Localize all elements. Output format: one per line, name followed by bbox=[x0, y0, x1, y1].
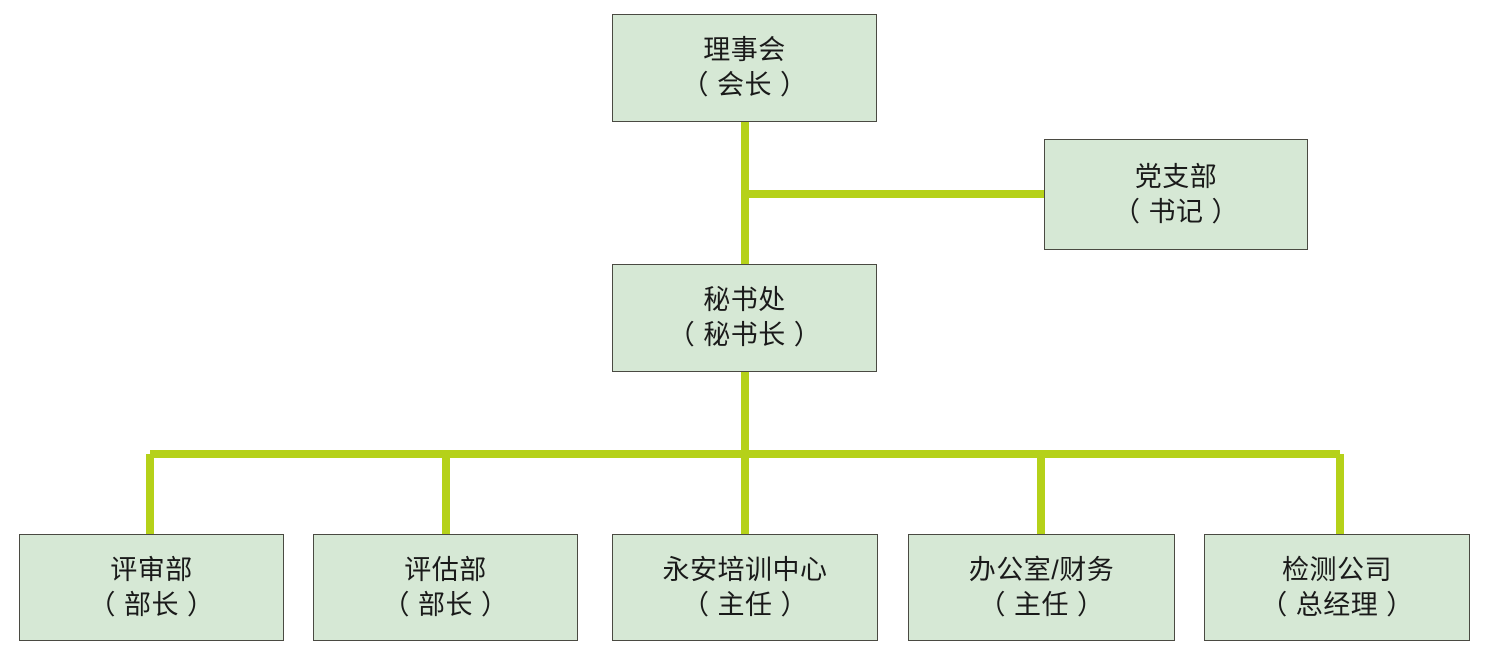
org-node-training-center[interactable]: 永安培训中心 （ 主任 ） bbox=[612, 534, 878, 641]
org-node-secretariat-title: 秘书处 bbox=[703, 285, 786, 316]
org-node-party-branch-title: 党支部 bbox=[1134, 161, 1218, 192]
org-node-party-branch[interactable]: 党支部 （ 书记 ） bbox=[1044, 139, 1308, 250]
org-node-office-finance-role: （ 主任 ） bbox=[978, 589, 1105, 620]
org-node-party-branch-role: （ 书记 ） bbox=[1112, 196, 1239, 227]
org-node-board-role: （ 会长 ） bbox=[681, 70, 808, 100]
org-node-assessment-department-title: 评估部 bbox=[404, 554, 487, 585]
org-node-assessment-department[interactable]: 评估部 （ 部长 ） bbox=[313, 534, 578, 641]
org-node-review-department[interactable]: 评审部 （ 部长 ） bbox=[19, 534, 284, 641]
org-node-review-department-role: （ 部长 ） bbox=[88, 589, 215, 620]
org-node-training-center-role: （ 主任 ） bbox=[681, 589, 808, 620]
org-node-secretariat[interactable]: 秘书处 （ 秘书长 ） bbox=[612, 264, 877, 372]
org-node-office-finance[interactable]: 办公室/财务 （ 主任 ） bbox=[908, 534, 1175, 641]
org-node-testing-company[interactable]: 检测公司 （ 总经理 ） bbox=[1204, 534, 1470, 641]
org-node-training-center-title: 永安培训中心 bbox=[662, 554, 828, 585]
org-node-review-department-title: 评审部 bbox=[110, 554, 193, 585]
org-node-testing-company-role: （ 总经理 ） bbox=[1260, 589, 1414, 620]
org-node-testing-company-title: 检测公司 bbox=[1282, 554, 1392, 585]
org-node-board[interactable]: 理事会 （ 会长 ） bbox=[612, 14, 877, 122]
org-node-assessment-department-role: （ 部长 ） bbox=[382, 589, 509, 620]
org-node-secretariat-role: （ 秘书长 ） bbox=[667, 320, 822, 350]
org-node-office-finance-title: 办公室/财务 bbox=[968, 554, 1115, 585]
org-node-board-title: 理事会 bbox=[703, 35, 786, 66]
